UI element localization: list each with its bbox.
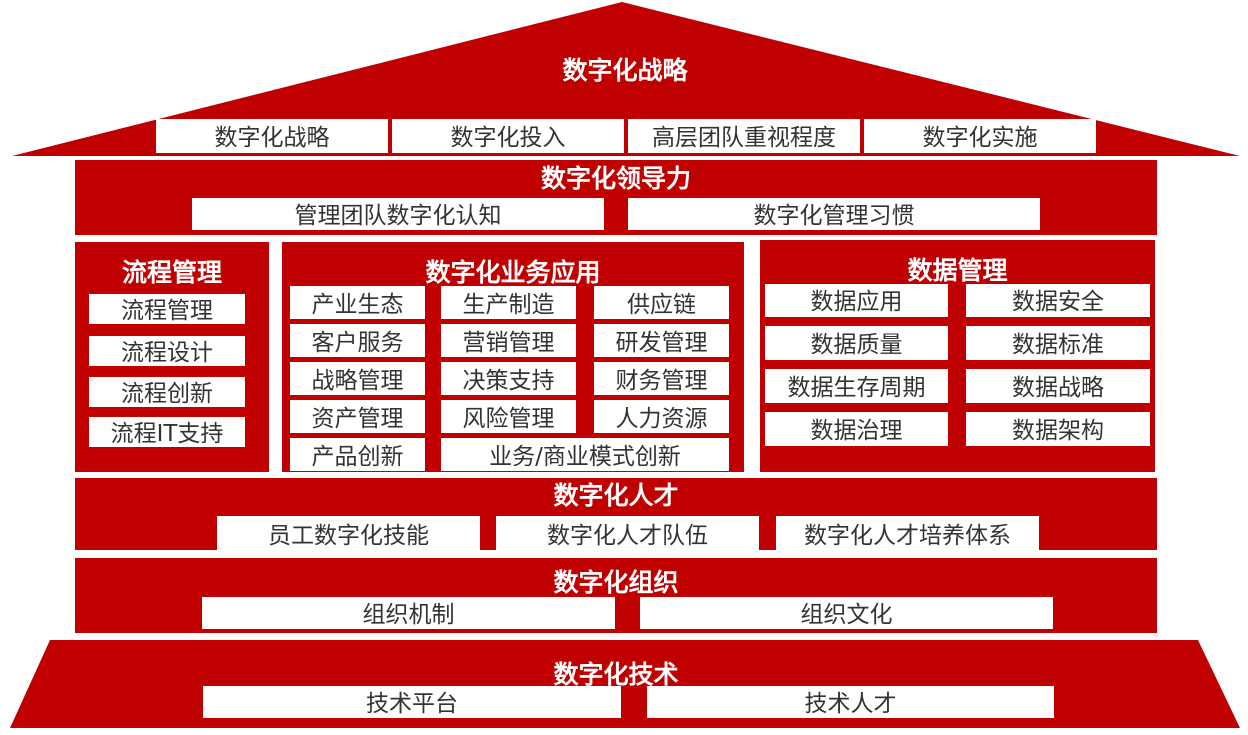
roof-item: 数字化投入: [392, 119, 624, 153]
business-item: 产业生态: [290, 286, 425, 319]
process-item: 流程IT支持: [89, 417, 245, 447]
data-item: 数据质量: [765, 326, 948, 360]
business-item: 业务/商业模式创新: [441, 438, 729, 471]
data-item: 数据生存周期: [765, 369, 948, 403]
business-item: 客户服务: [290, 324, 425, 357]
roof-item: 高层团队重视程度: [628, 119, 860, 153]
roof-title: 数字化战略: [562, 56, 688, 85]
data-item: 数据战略: [966, 369, 1150, 403]
technology-item: 技术人才: [647, 686, 1054, 718]
talent-item: 数字化人才培养体系: [776, 516, 1039, 550]
data-item: 数据架构: [966, 412, 1150, 446]
process-item: 流程创新: [89, 377, 245, 407]
leadership-item: 数字化管理习惯: [628, 198, 1040, 230]
roof-item: 数字化实施: [864, 119, 1096, 153]
talent-item: 员工数字化技能: [217, 516, 480, 550]
organization-title: 数字化组织: [553, 568, 679, 597]
data-item: 数据应用: [765, 284, 948, 317]
business-item: 供应链: [594, 286, 729, 319]
roof-triangle: [12, 2, 1240, 156]
data-item: 数据标准: [966, 326, 1150, 360]
business-item: 研发管理: [594, 324, 729, 357]
talent-title: 数字化人才: [553, 481, 679, 510]
business-item: 决策支持: [441, 362, 576, 395]
process-item: 流程管理: [89, 294, 245, 324]
organization-item: 组织文化: [640, 597, 1053, 629]
organization-item: 组织机制: [202, 597, 615, 629]
business-title: 数字化业务应用: [425, 258, 601, 287]
process-item: 流程设计: [89, 336, 245, 366]
data-item: 数据安全: [966, 284, 1150, 317]
business-item: 资产管理: [290, 400, 425, 433]
leadership-title: 数字化领导力: [540, 164, 691, 193]
data-title: 数据管理: [907, 256, 1008, 285]
business-item: 风险管理: [441, 400, 576, 433]
business-item: 人力资源: [594, 400, 729, 433]
roof-item: 数字化战略: [156, 119, 388, 153]
business-item: 产品创新: [290, 438, 425, 471]
technology-title: 数字化技术: [553, 660, 679, 689]
business-item: 财务管理: [594, 362, 729, 395]
business-item: 营销管理: [441, 324, 576, 357]
business-pillar: [282, 242, 744, 472]
business-item: 生产制造: [441, 286, 576, 319]
technology-item: 技术平台: [203, 686, 621, 718]
business-item: 战略管理: [290, 362, 425, 395]
process-title: 流程管理: [121, 258, 222, 287]
talent-item: 数字化人才队伍: [496, 516, 759, 550]
leadership-item: 管理团队数字化认知: [192, 198, 604, 230]
data-item: 数据治理: [765, 412, 948, 446]
